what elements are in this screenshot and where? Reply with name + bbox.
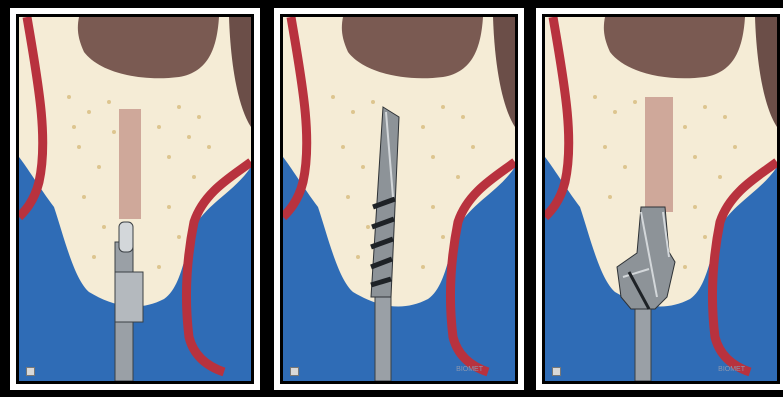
panel-frame [16,14,254,384]
signature: BIOMET [718,366,746,373]
panel-frame: BIOMET [280,14,518,384]
panel-twist-drill: BIOMET [274,8,524,390]
panel-frame: BIOMET [542,14,780,384]
panel-guide-pin [10,8,260,390]
bone-illustration: BIOMET [545,17,777,381]
corner-mark [26,367,35,376]
bone-illustration: BIOMET [283,17,515,381]
panel-countersink-drill: BIOMET [536,8,783,390]
signature: BIOMET [456,366,484,373]
corner-mark [290,367,299,376]
bone-illustration [19,17,251,381]
corner-mark [552,367,561,376]
osteotomy-site [119,109,141,219]
osteotomy-site [645,97,673,212]
